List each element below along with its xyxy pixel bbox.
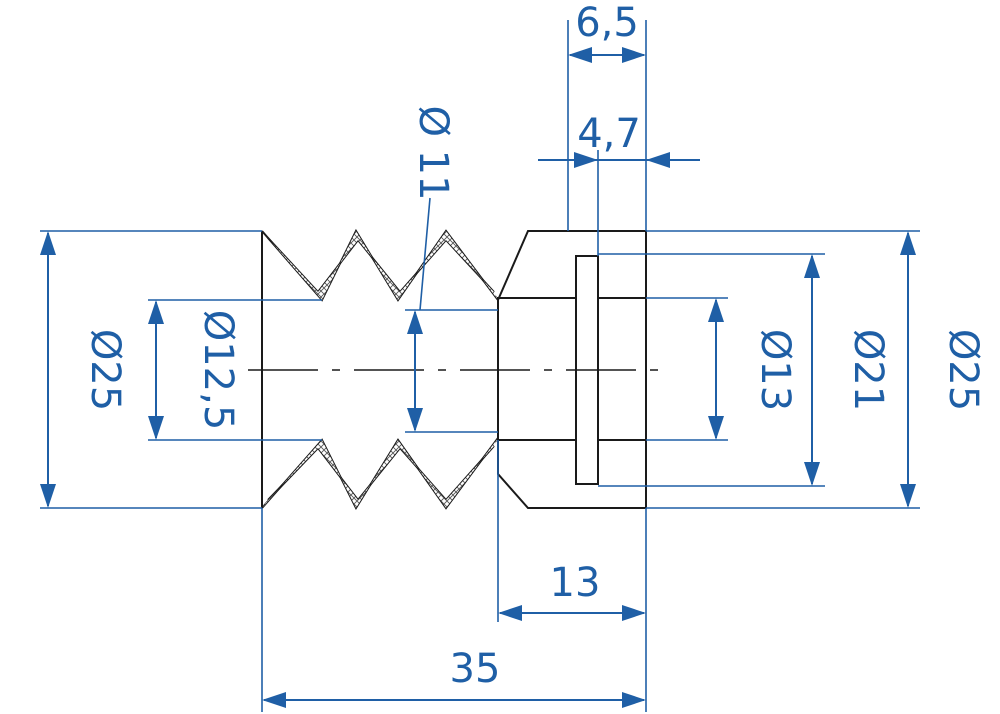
bellows-lower-inner [267, 445, 495, 502]
label-outer-dia-right: Ø25 [940, 329, 986, 411]
label-wall-gap: 6,5 [575, 0, 639, 46]
label-slot-width: 4,7 [577, 111, 641, 157]
bellows-upper-wall-fill [262, 231, 498, 300]
cup-upper-section [497, 230, 647, 301]
dimension-lines [40, 47, 916, 708]
bellows-upper-outer [261, 228, 499, 302]
label-outer-dia-left: Ø25 [82, 329, 128, 411]
label-cup-length: 13 [550, 560, 601, 606]
label-dia-21: Ø21 [845, 329, 891, 411]
label-dia-13: Ø13 [752, 329, 798, 411]
dimension-labels: 35 13 6,5 4,7 Ø25 Ø12,5 Ø 11 Ø13 Ø21 Ø25 [82, 0, 986, 692]
label-inner-dia-left: Ø12,5 [195, 310, 241, 431]
cup-lower-section [497, 439, 647, 509]
label-total-length: 35 [450, 646, 501, 692]
label-inner-dia-11: Ø 11 [410, 105, 456, 200]
bellows-upper-inner [267, 237, 495, 294]
bellows-part [248, 228, 670, 511]
